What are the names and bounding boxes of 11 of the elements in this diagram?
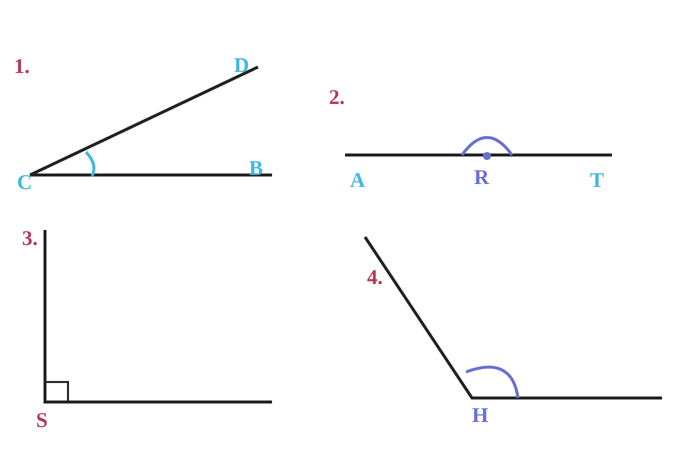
point-label: T: [590, 170, 604, 191]
point-label: H: [472, 405, 488, 426]
point-label: D: [234, 55, 250, 76]
figure-number: 4.: [367, 267, 383, 288]
figure-number: 1.: [14, 56, 30, 77]
point-label: A: [350, 170, 366, 191]
point-label: S: [36, 410, 48, 431]
figure-number: 2.: [329, 87, 345, 108]
figure-number: 3.: [22, 228, 38, 249]
point-label: C: [17, 172, 32, 193]
point-label: R: [474, 167, 490, 188]
